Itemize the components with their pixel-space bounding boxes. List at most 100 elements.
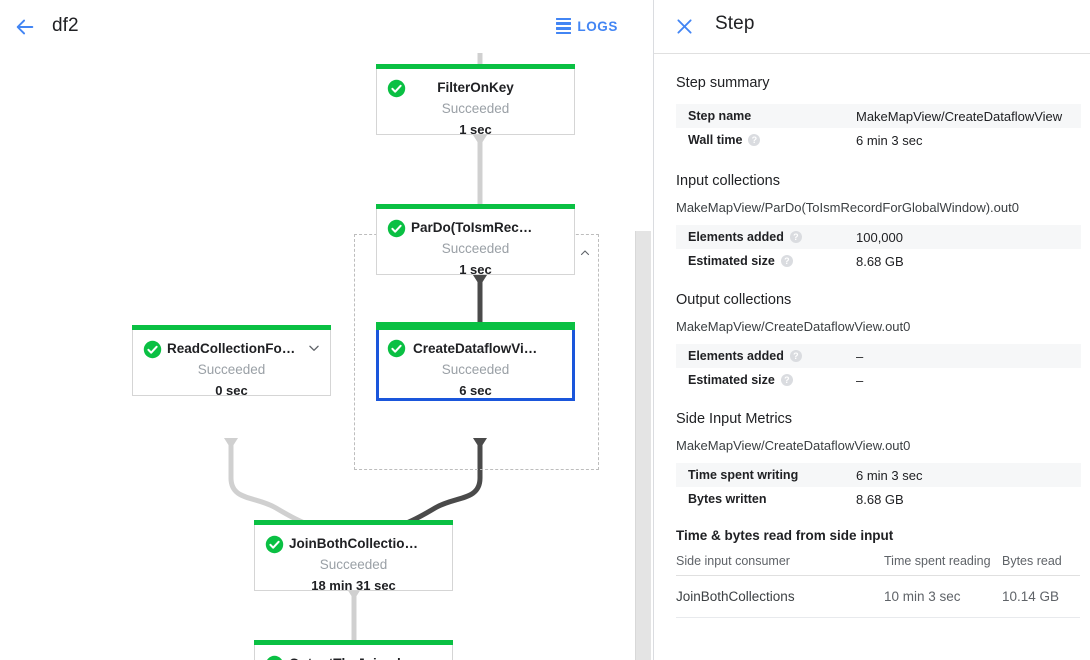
back-arrow-icon[interactable] <box>8 10 42 44</box>
node-status-bar <box>376 322 575 330</box>
node-title: ParDo(ToIsmRecordFor… <box>411 220 574 235</box>
node-status: Succeeded <box>441 101 510 116</box>
side-input-metrics-path: MakeMapView/CreateDataflowView.out0 <box>676 438 911 453</box>
side-input-metrics-section: Side Input Metrics MakeMapView/CreateDat… <box>654 392 1090 453</box>
graph-node-join-both-collections[interactable]: JoinBothCollections Succeeded 18 min 31 … <box>254 520 453 593</box>
node-title: OutputTheJoinedCollec… <box>255 656 452 660</box>
left-toolbar: df2 LOGS <box>0 0 653 54</box>
row-key: Estimated size <box>688 254 775 268</box>
node-time: 0 sec <box>215 383 248 398</box>
step-panel-header: Step <box>654 0 1090 54</box>
logs-button-label: LOGS <box>577 18 618 34</box>
help-icon[interactable]: ? <box>780 255 793 267</box>
success-check-icon <box>143 340 162 359</box>
success-check-icon <box>387 219 406 238</box>
table-row: Wall time? 6 min 3 sec <box>676 128 1081 152</box>
side-input-metrics-heading: Side Input Metrics <box>676 411 793 427</box>
node-status: Succeeded <box>197 362 266 377</box>
help-icon[interactable]: ? <box>780 374 793 386</box>
success-check-icon <box>265 535 284 554</box>
row-key: Wall time <box>688 133 743 147</box>
row-key: Elements added <box>688 349 784 363</box>
row-value: 8.68 GB <box>856 491 904 507</box>
graph-node-create-dataflow-view[interactable]: CreateDataflowView Succeeded 6 sec <box>376 322 575 401</box>
graph-scrollbar-track[interactable] <box>635 53 652 660</box>
help-icon[interactable]: ? <box>789 350 802 362</box>
node-time: 6 sec <box>459 383 492 398</box>
success-check-icon <box>387 339 406 358</box>
table-row[interactable]: JoinBothCollections 10 min 3 sec 10.14 G… <box>676 575 1080 618</box>
column-header-side-input-consumer: Side input consumer <box>676 554 884 576</box>
node-title: FilterOnKey <box>437 80 514 95</box>
success-check-icon <box>387 79 406 98</box>
graph-node-pardo-toismrecord[interactable]: ParDo(ToIsmRecordFor… Succeeded 1 sec <box>376 204 575 277</box>
chevron-down-icon[interactable] <box>307 341 321 355</box>
chevron-up-icon[interactable] <box>579 247 591 259</box>
step-details-panel: Step Step summary Step name MakeMapView/… <box>654 0 1090 660</box>
output-collections-section: Output collections MakeMapView/CreateDat… <box>654 273 1090 334</box>
row-key: Estimated size <box>688 373 775 387</box>
table-row: Estimated size? 8.68 GB <box>676 249 1081 273</box>
side-input-metrics-table: Time spent writing 6 min 3 sec Bytes wri… <box>676 463 1081 511</box>
input-collections-path: MakeMapView/ParDo(ToIsmRecordForGlobalWi… <box>676 200 1019 215</box>
node-status-bar <box>254 520 453 525</box>
output-collections-path: MakeMapView/CreateDataflowView.out0 <box>676 319 911 334</box>
graph-node-read-collection-for-join[interactable]: ReadCollectionForJoin Succeeded 0 sec <box>132 325 331 398</box>
step-panel-title: Step <box>715 13 755 34</box>
column-header-time-spent-reading: Time spent reading <box>884 554 1002 576</box>
table-row: Step name MakeMapView/CreateDataflowView <box>676 104 1081 128</box>
graph-panel: df2 LOGS <box>0 0 653 660</box>
table-row: Elements added? – <box>676 344 1081 368</box>
help-icon[interactable]: ? <box>748 134 761 146</box>
table-row: Bytes written 8.68 GB <box>676 487 1081 511</box>
cell-bytes-read: 10.14 GB <box>1002 575 1080 618</box>
graph-node-output-the-joined-collection[interactable]: OutputTheJoinedCollec… Succeeded 18 sec <box>254 640 453 660</box>
column-header-bytes-read: Bytes read <box>1002 554 1080 576</box>
node-time: 1 sec <box>459 122 492 137</box>
input-collections-table: Elements added? 100,000 Estimated size? … <box>676 225 1081 273</box>
node-title: JoinBothCollections <box>289 536 421 551</box>
step-panel-body: Step summary Step name MakeMapView/Creat… <box>654 53 1090 660</box>
table-row: Time spent writing 6 min 3 sec <box>676 463 1081 487</box>
graph-canvas[interactable]: MakeMapView FilterOnKey Succeeded 1 sec <box>0 53 653 660</box>
close-icon[interactable] <box>670 12 698 40</box>
graph-node-filter-on-key[interactable]: FilterOnKey Succeeded 1 sec <box>376 64 575 137</box>
step-summary-table: Step name MakeMapView/CreateDataflowView… <box>676 104 1081 152</box>
node-title: ReadCollectionForJoin <box>167 341 315 356</box>
row-value: – <box>856 348 864 364</box>
table-row: Elements added? 100,000 <box>676 225 1081 249</box>
table-row: Estimated size? – <box>676 368 1081 392</box>
node-status-bar <box>132 325 331 330</box>
cell-time-spent-reading: 10 min 3 sec <box>884 575 1002 618</box>
row-value: 6 min 3 sec <box>856 467 923 483</box>
success-check-icon <box>265 655 284 660</box>
output-collections-table: Elements added? – Estimated size? – <box>676 344 1081 392</box>
side-input-read-section: Time & bytes read from side input <box>654 511 1090 543</box>
row-key: Step name <box>688 109 752 123</box>
output-collections-heading: Output collections <box>676 292 792 308</box>
graph-scrollbar-thumb[interactable] <box>635 231 651 660</box>
node-title: CreateDataflowView <box>413 341 542 356</box>
node-status: Succeeded <box>319 557 388 572</box>
table-header-row: Side input consumer Time spent reading B… <box>676 554 1080 576</box>
logs-icon <box>556 17 572 35</box>
help-icon[interactable]: ? <box>789 231 802 243</box>
input-collections-section: Input collections MakeMapView/ParDo(ToIs… <box>654 152 1090 215</box>
row-key: Time spent writing <box>688 468 799 482</box>
node-status: Succeeded <box>441 362 510 377</box>
row-value: 8.68 GB <box>856 253 904 269</box>
row-value: 100,000 <box>856 229 903 245</box>
input-collections-heading: Input collections <box>676 173 780 189</box>
row-value: – <box>856 372 864 388</box>
node-status-bar <box>376 64 575 69</box>
cell-side-input-consumer: JoinBothCollections <box>676 575 884 618</box>
step-summary-heading: Step summary <box>676 75 770 91</box>
logs-button[interactable]: LOGS <box>556 13 618 39</box>
node-status-bar <box>376 204 575 209</box>
side-input-read-table: Side input consumer Time spent reading B… <box>676 554 1080 618</box>
panel-divider <box>653 0 654 660</box>
node-time: 18 min 31 sec <box>311 578 396 593</box>
page-title: df2 <box>52 15 79 36</box>
node-status: Succeeded <box>441 241 510 256</box>
